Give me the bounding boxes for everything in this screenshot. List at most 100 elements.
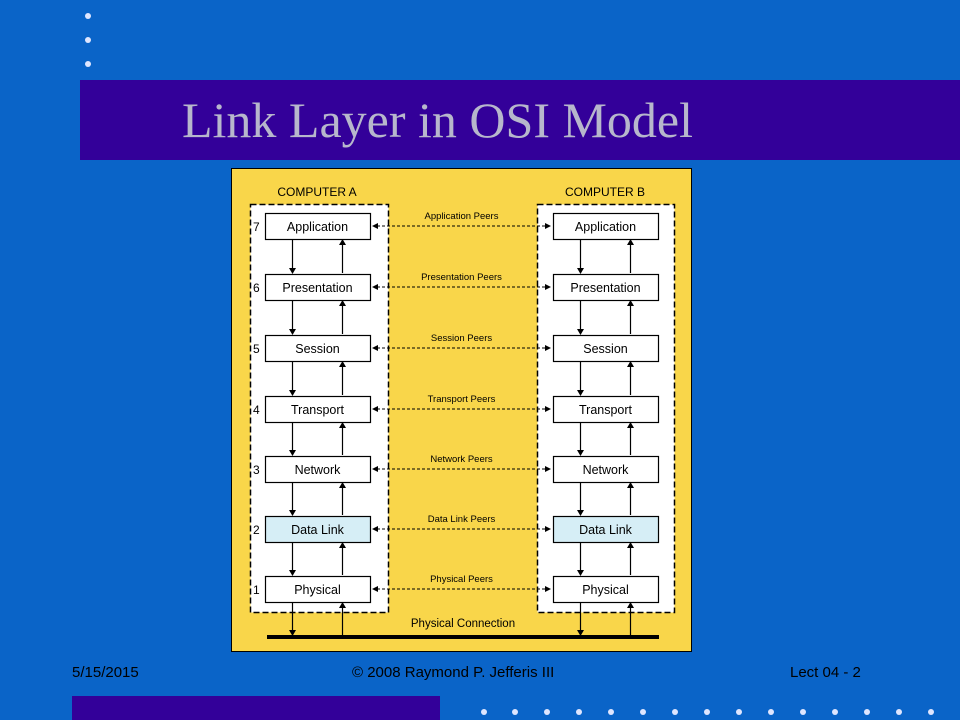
up-arrow-head	[627, 422, 634, 428]
layer-box	[264, 455, 372, 484]
slide-title: Link Layer in OSI Model	[182, 92, 694, 148]
layer-box	[264, 273, 372, 302]
up-arrow-head	[627, 239, 634, 245]
down-arrow-head	[289, 329, 296, 335]
up-arrow-head	[339, 422, 346, 428]
layer-number: 1	[253, 583, 260, 597]
up-arrow-head	[339, 542, 346, 548]
layer-label: Presentation	[570, 281, 640, 295]
layer-number: 4	[253, 403, 260, 417]
peer-link-arrowhead	[545, 586, 551, 592]
layer-box	[552, 212, 660, 241]
layer-label: Network	[295, 463, 342, 477]
layer-label: Transport	[579, 403, 633, 417]
down-arrow-head	[289, 570, 296, 576]
peer-link-arrowhead	[545, 223, 551, 229]
peer-link-label: Physical Peers	[430, 574, 493, 585]
up-arrow-head	[627, 542, 634, 548]
bullet-dot	[85, 13, 91, 19]
footer-copyright: © 2008 Raymond P. Jefferis III	[352, 664, 555, 681]
layer-box	[552, 455, 660, 484]
layer-label: Transport	[291, 403, 345, 417]
footer-page-number: Lect 04 - 2	[790, 664, 861, 681]
up-arrow-head	[627, 482, 634, 488]
up-arrow-head	[627, 361, 634, 367]
layer-box	[552, 395, 660, 424]
down-arrow-head	[577, 630, 584, 636]
bullet-dot	[640, 709, 646, 715]
peer-link-arrowhead	[372, 526, 378, 532]
peer-link-arrowhead	[372, 223, 378, 229]
layer-box	[552, 515, 660, 544]
peer-link-label: Transport Peers	[428, 394, 496, 405]
layer-box	[552, 575, 660, 604]
bullet-dot	[85, 37, 91, 43]
layer-number: 2	[253, 523, 260, 537]
up-arrow-head	[627, 300, 634, 306]
layer-box	[264, 515, 372, 544]
osi-diagram: COMPUTER A COMPUTER B 7 Application Applicat…	[231, 168, 692, 652]
down-arrow-head	[289, 630, 296, 636]
bullet-dot	[800, 709, 806, 715]
bullet-dot	[608, 709, 614, 715]
layer-number: 6	[253, 281, 260, 295]
peer-link-label: Data Link Peers	[428, 514, 496, 525]
up-arrow-head	[339, 482, 346, 488]
bullet-dot	[672, 709, 678, 715]
layer-box	[552, 273, 660, 302]
layer-box	[264, 212, 372, 241]
down-arrow-head	[577, 329, 584, 335]
down-arrow-head	[577, 510, 584, 516]
peer-link-label: Presentation Peers	[421, 272, 502, 283]
up-arrow-head	[339, 300, 346, 306]
bullet-dot	[896, 709, 902, 715]
layer-number: 3	[253, 463, 260, 477]
layer-label: Presentation	[282, 281, 352, 295]
up-arrow-head	[627, 602, 634, 608]
bullet-dot	[928, 709, 934, 715]
peer-link-arrowhead	[372, 284, 378, 290]
bullet-dot	[85, 61, 91, 67]
down-arrow-head	[577, 450, 584, 456]
bullet-dot	[512, 709, 518, 715]
peer-link-arrowhead	[545, 345, 551, 351]
computer-b-label: COMPUTER B	[565, 185, 645, 199]
layer-box	[264, 575, 372, 604]
up-arrow-head	[339, 239, 346, 245]
up-arrow-head	[339, 361, 346, 367]
title-band	[80, 80, 960, 160]
layer-label: Physical	[294, 583, 341, 597]
peer-link-arrowhead	[372, 466, 378, 472]
layer-box	[552, 334, 660, 363]
peer-link-arrowhead	[545, 526, 551, 532]
peer-link-arrowhead	[372, 406, 378, 412]
layer-number: 7	[253, 220, 260, 234]
bullet-dot	[864, 709, 870, 715]
bullet-dot	[704, 709, 710, 715]
down-arrow-head	[577, 570, 584, 576]
down-arrow-head	[289, 268, 296, 274]
layer-label: Session	[295, 342, 340, 356]
layer-label: Application	[287, 220, 348, 234]
layer-box	[264, 334, 372, 363]
down-arrow-head	[289, 510, 296, 516]
peer-link-arrowhead	[545, 406, 551, 412]
up-arrow-head	[339, 602, 346, 608]
peer-link-arrowhead	[545, 284, 551, 290]
bullet-dot	[736, 709, 742, 715]
down-arrow-head	[577, 268, 584, 274]
layer-label: Physical	[582, 583, 629, 597]
layer-label: Data Link	[291, 523, 345, 537]
down-arrow-head	[289, 390, 296, 396]
computer-a-label: COMPUTER A	[277, 185, 356, 199]
layer-number: 5	[253, 342, 260, 356]
peer-link-arrowhead	[372, 345, 378, 351]
down-arrow-head	[289, 450, 296, 456]
layer-label: Data Link	[579, 523, 633, 537]
bullet-dot	[576, 709, 582, 715]
physical-connection-label: Physical Connection	[411, 618, 515, 630]
bottom-band	[72, 696, 440, 720]
bullet-dot	[832, 709, 838, 715]
bullet-dot	[481, 709, 487, 715]
peer-link-label: Application Peers	[425, 211, 499, 222]
